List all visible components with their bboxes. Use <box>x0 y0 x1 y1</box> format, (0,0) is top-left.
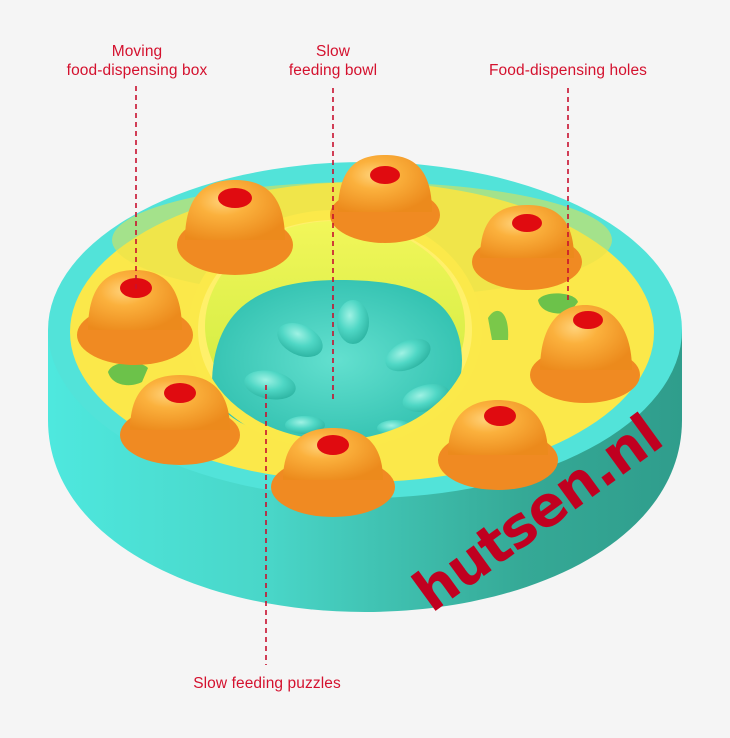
bump <box>530 305 640 403</box>
food-dispensing-bumps <box>77 155 640 517</box>
label-moving-food-dispensing-box: Moving food-dispensing box <box>47 42 227 80</box>
leader-lines <box>135 86 569 665</box>
bump <box>271 428 395 517</box>
label-line: food-dispensing box <box>66 62 208 79</box>
bump <box>77 270 193 365</box>
label-line: Slow <box>316 43 350 60</box>
bump <box>438 400 558 490</box>
label-slow-feeding-bowl: Slow feeding bowl <box>273 42 393 80</box>
bump <box>472 205 582 290</box>
label-slow-feeding-puzzles: Slow feeding puzzles <box>172 674 362 693</box>
label-line: Moving <box>111 43 163 60</box>
bump <box>330 155 440 243</box>
label-food-dispensing-holes: Food-dispensing holes <box>462 61 674 80</box>
bump <box>177 180 293 275</box>
label-line: feeding bowl <box>288 62 378 79</box>
label-line: Slow feeding puzzles <box>193 675 341 692</box>
bump <box>120 375 240 465</box>
slow-feeding-bowl <box>188 210 482 450</box>
label-line: Food-dispensing holes <box>488 62 648 79</box>
